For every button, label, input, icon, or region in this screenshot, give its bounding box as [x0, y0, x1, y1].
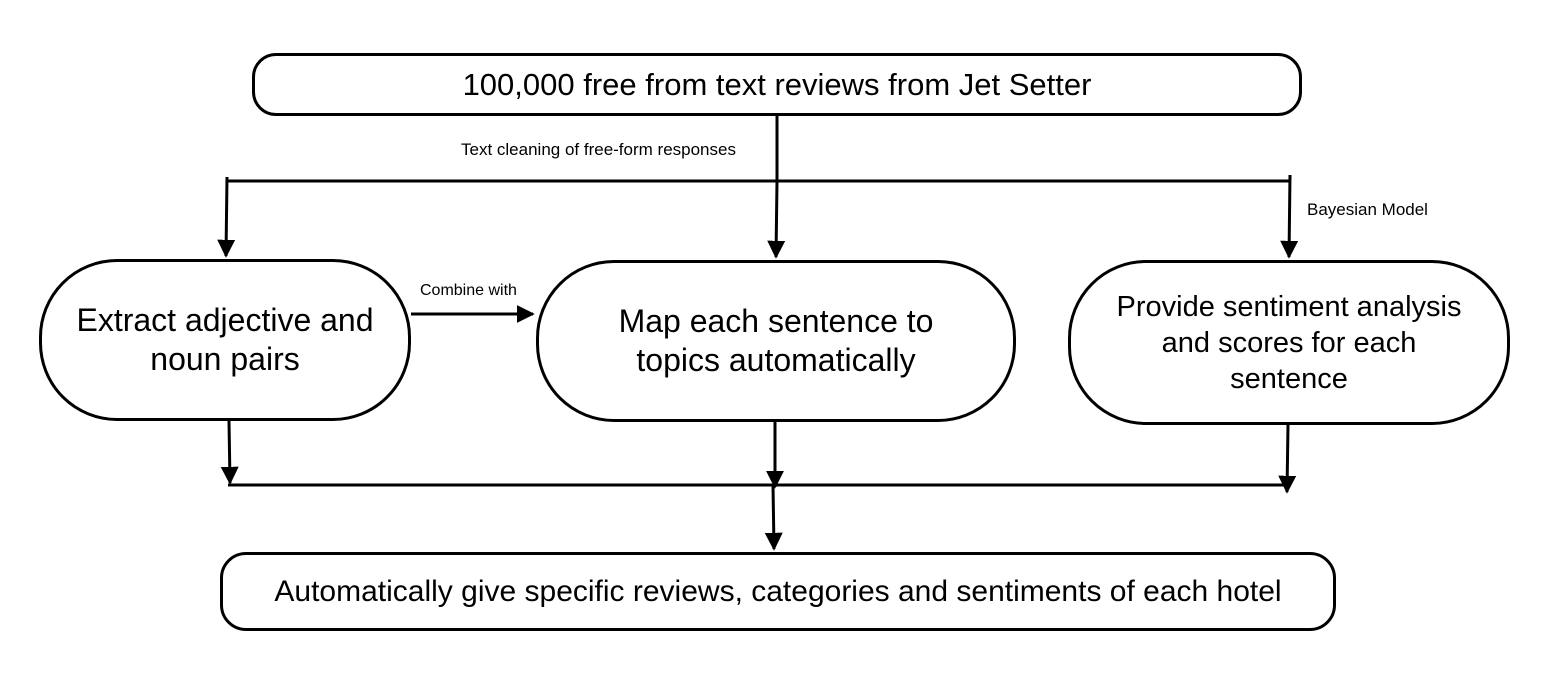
- node-source: 100,000 free from text reviews from Jet …: [252, 53, 1302, 116]
- node-output: Automatically give specific reviews, cat…: [220, 552, 1336, 631]
- edge-label-bayesian-model: Bayesian Model: [1307, 200, 1428, 219]
- arrow-to-sentiment: [1280, 174, 1299, 259]
- node-source-label: 100,000 free from text reviews from Jet …: [462, 66, 1092, 102]
- edge-label-combine-with: Combine with: [420, 282, 517, 299]
- node-output-label: Automatically give specific reviews, cat…: [274, 574, 1282, 608]
- arrow-to-output: [764, 484, 783, 551]
- node-extract: Extract adjective and noun pairs: [39, 259, 411, 421]
- node-sentiment: Provide sentiment analysis and scores fo…: [1068, 260, 1510, 425]
- arrow-sentiment-to-merge: [1278, 424, 1297, 494]
- node-map-label: Map each sentence to topics automaticall…: [618, 303, 934, 378]
- edge-label-text-cleaning: Text cleaning of free-form responses: [461, 140, 736, 159]
- arrow-to-map: [767, 180, 786, 259]
- node-sentiment-label: Provide sentiment analysis and scores fo…: [1116, 290, 1462, 395]
- arrow-to-extract: [217, 176, 236, 258]
- arrow-extract-to-merge: [220, 420, 239, 485]
- node-map: Map each sentence to topics automaticall…: [536, 260, 1016, 422]
- node-extract-label: Extract adjective and noun pairs: [76, 302, 374, 377]
